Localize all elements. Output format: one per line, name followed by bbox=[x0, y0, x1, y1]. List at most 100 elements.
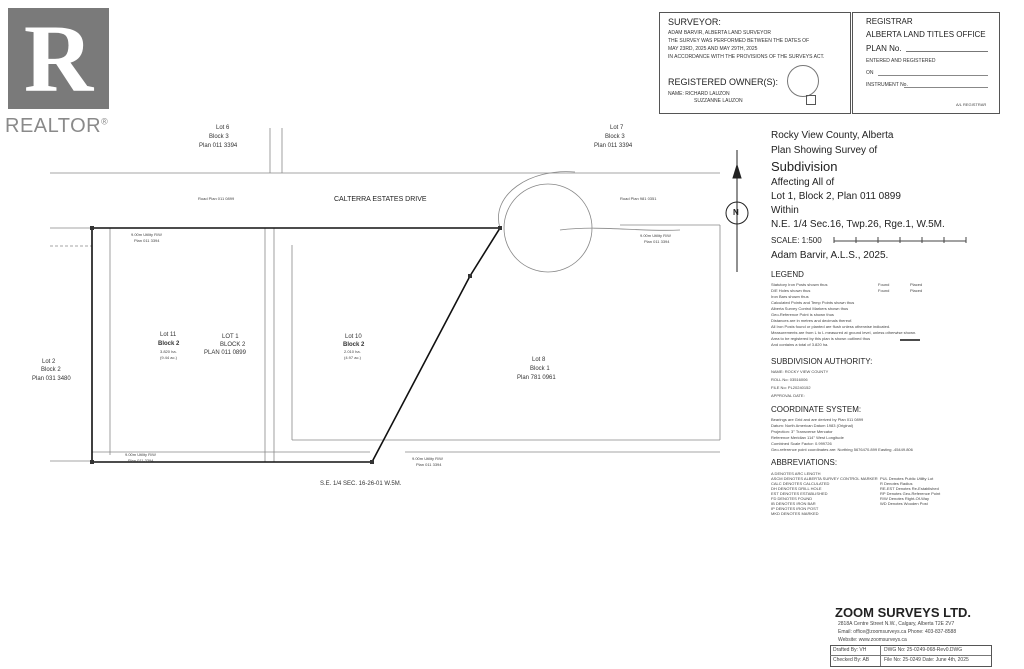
coordinate-line-4: Reference Meridian 114° West Longitude bbox=[771, 435, 844, 440]
lot11-label: Lot 11 bbox=[160, 332, 177, 338]
surveyor-heading: SURVEYOR: bbox=[668, 17, 721, 27]
lot7-plan: Plan 011 3394 bbox=[594, 143, 633, 149]
parcel-outline bbox=[91, 227, 502, 463]
lot1-block: BLOCK 2 bbox=[220, 342, 246, 348]
registrar-box bbox=[852, 12, 1000, 114]
lot11-block: Block 2 bbox=[158, 341, 180, 347]
abbr-right-1: PUL Denotes Public Utility Lot bbox=[880, 476, 934, 481]
corner-marker-se bbox=[370, 460, 374, 464]
coordinate-line-5: Combined Scale Factor: 0.999726 bbox=[771, 441, 832, 446]
legend-line-10: Area to be registered by this plan is sh… bbox=[771, 336, 871, 341]
lot1-label: LOT 1 bbox=[222, 334, 239, 340]
within: Within bbox=[771, 205, 799, 216]
north-label: N bbox=[733, 208, 739, 217]
lot10-block: Block 2 bbox=[343, 342, 365, 348]
abbr-right-4: RP Denotes Geo-Reference Point bbox=[880, 491, 941, 496]
lot7-block: Block 3 bbox=[605, 134, 625, 140]
utility-plan-south: Plan 011 3394 bbox=[128, 458, 154, 463]
firm-contact: Email: office@zoomsurveys.ca Phone: 403-… bbox=[838, 629, 957, 635]
lot2-plan: Plan 031 3480 bbox=[32, 376, 71, 382]
abbr-left-2: ASCM DENOTES ALBERTA SURVEY CONTROL MARK… bbox=[771, 476, 878, 481]
abbr-left-8: IP DENOTES IRON POST bbox=[771, 506, 819, 511]
checked-by: Checked By: AB bbox=[833, 657, 870, 663]
authority-line-1: NAME: ROCKY VIEW COUNTY bbox=[771, 369, 829, 374]
road-plan-right: Road Plan 981 0351 bbox=[620, 196, 657, 201]
authority-line-4: APPROVAL DATE: bbox=[771, 393, 805, 398]
owner-2: SUZZANNE LAUZON bbox=[694, 98, 743, 104]
legend-found-2: Found bbox=[878, 288, 890, 293]
abbr-left-7: IB DENOTES IRON BAR bbox=[771, 501, 816, 506]
drawing-info-box bbox=[830, 645, 992, 667]
registrar-footer: A/L REGISTRAR bbox=[956, 102, 987, 107]
utility-label-east: 9.00m Utility R/W bbox=[640, 233, 671, 238]
corner-marker-ne bbox=[498, 226, 502, 230]
coordinate-line-6: Geo-reference point coordinates are: Nor… bbox=[771, 447, 913, 452]
coordinate-line-3: Projection: 3° Transverse Mercator bbox=[771, 429, 833, 434]
plan-type: Subdivision bbox=[771, 159, 838, 174]
registered-mark: ® bbox=[101, 116, 109, 127]
subdivision-authority-heading: SUBDIVISION AUTHORITY: bbox=[771, 357, 873, 366]
entered-registered: ENTERED AND REGISTERED bbox=[866, 58, 936, 64]
surveyor-stamp bbox=[806, 95, 816, 105]
legal-location: N.E. 1/4 Sec.16, Twp.26, Rge.1, W.5M. bbox=[771, 219, 945, 230]
drawing-info-column bbox=[880, 645, 881, 666]
surveyor-line-3: MAY 23RD, 2025 AND MAY 29TH, 2025 bbox=[668, 46, 758, 52]
utility-plan-southeast: Plan 011 3394 bbox=[416, 462, 442, 467]
legend-line-8: All Iron Posts found or planted are flus… bbox=[771, 324, 891, 329]
lot8-plan: Plan 781 0961 bbox=[517, 375, 556, 381]
coordinate-system-heading: COORDINATE SYSTEM: bbox=[771, 405, 862, 414]
firm-address: 2818A Centre Street N.W., Calgary, Alber… bbox=[838, 621, 955, 627]
road-plan-left: Road Plan 011 0899 bbox=[198, 196, 235, 201]
lot10-acres: (4.97 ac.) bbox=[344, 355, 361, 360]
firm-name: ZOOM SURVEYS LTD. bbox=[835, 605, 972, 620]
coordinate-line-1: Bearings are Grid and are derived by Pla… bbox=[771, 417, 864, 422]
lot2-block: Block 2 bbox=[41, 367, 61, 373]
surveyor-signature-line: Adam Barvir, A.L.S., 2025. bbox=[771, 250, 889, 261]
lot6-label: Lot 6 bbox=[216, 125, 230, 131]
affecting: Affecting All of bbox=[771, 177, 835, 188]
authority-line-3: FILE No: PL20240152 bbox=[771, 385, 811, 390]
road-name: CALTERRA ESTATES DRIVE bbox=[334, 196, 427, 203]
legend-line-9: Measurements are from L to L measured at… bbox=[771, 330, 917, 335]
lot-description: Lot 1, Block 2, Plan 011 0899 bbox=[771, 191, 901, 202]
se-quarter-label: S.E. 1/4 SEC. 16-26-01 W.5M. bbox=[320, 481, 402, 487]
lot6-plan: Plan 011 3394 bbox=[199, 143, 238, 149]
abbr-right-2: R Denotes Radius bbox=[880, 481, 913, 486]
lot7-label: Lot 7 bbox=[610, 125, 624, 131]
legend-found-1: Found bbox=[878, 282, 890, 287]
surveyor-line-1: ADAM BARVIR, ALBERTA LAND SURVEYOR bbox=[668, 30, 771, 36]
owners-heading: REGISTERED OWNER(S): bbox=[668, 77, 779, 87]
municipality: Rocky View County, Alberta bbox=[771, 130, 894, 141]
plan-number-line bbox=[906, 51, 988, 52]
corner-marker-nw bbox=[90, 226, 94, 230]
scale-label: SCALE: 1:500 bbox=[771, 236, 822, 245]
plan-showing: Plan Showing Survey of bbox=[771, 145, 878, 156]
surveyor-line-2: THE SURVEY WAS PERFORMED BETWEEN THE DAT… bbox=[668, 38, 810, 44]
registrar-on: ON bbox=[866, 70, 874, 76]
registrar-heading: REGISTRAR bbox=[866, 17, 913, 26]
owner-1: NAME: RICHARD LAUZON bbox=[668, 91, 730, 97]
lot11-acres: (9.44 ac.) bbox=[160, 355, 177, 360]
abbr-left-5: EST DENOTES ESTABLISHED bbox=[771, 491, 828, 496]
north-arrow bbox=[725, 150, 749, 272]
lot8-label: Lot 8 bbox=[532, 357, 546, 363]
abbr-right-3: RE-EST Denotes Re-Established bbox=[880, 486, 939, 491]
registrar-office: ALBERTA LAND TITLES OFFICE bbox=[866, 30, 986, 39]
legend-line-4: Calculated Points and Temp Points shown … bbox=[771, 300, 855, 305]
scale-bar bbox=[833, 237, 967, 243]
legend-placed-1: Placed bbox=[910, 282, 923, 287]
abbr-left-4: DH DENOTES DRILL HOLE bbox=[771, 486, 822, 491]
lot1-plan: PLAN 011 0899 bbox=[204, 350, 246, 356]
lot8-block: Block 1 bbox=[530, 366, 550, 372]
coordinate-line-2: Datum: North American Datum 1983 (Origin… bbox=[771, 423, 854, 428]
instrument-line bbox=[904, 87, 988, 88]
legend-line-2: D/E Holes shown thus bbox=[771, 288, 811, 293]
legend-line-3: Iron Bars shown thus bbox=[771, 294, 809, 299]
legend-line-1: Statutory Iron Posts shown thus bbox=[771, 282, 828, 287]
abbreviations-heading: ABBREVIATIONS: bbox=[771, 458, 838, 467]
surveyor-box bbox=[659, 12, 851, 114]
firm-website: Website: www.zoomsurveys.ca bbox=[838, 637, 907, 643]
realtor-name: REALTOR bbox=[5, 115, 102, 137]
north-arrow-head bbox=[732, 163, 742, 179]
